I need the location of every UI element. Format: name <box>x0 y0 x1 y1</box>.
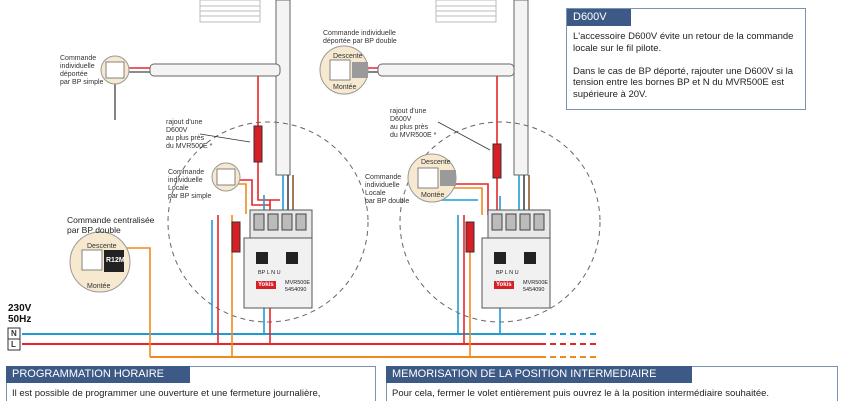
module-label-right: MVR500E <box>523 280 549 286</box>
d600v-left-bottom <box>231 221 241 253</box>
neutral-label: N <box>11 329 17 338</box>
module-brand-left: Yokis <box>256 281 276 289</box>
programming-body: Il est possible de programmer une ouvert… <box>12 388 321 399</box>
programming-heading: PROGRAMMATION HORAIRE <box>6 366 190 383</box>
local-double-label: Commande individuelle Locale par BP doub… <box>365 174 410 205</box>
mvr500e-right <box>481 209 551 309</box>
local-single-label: Commande individuelle Locale par BP simp… <box>168 169 212 200</box>
pilot-cable-right <box>377 63 515 77</box>
shutter-left <box>199 0 261 23</box>
d600v-left <box>253 125 263 163</box>
local-up-label: Montée <box>421 192 445 199</box>
d600v-right <box>492 143 502 179</box>
motor-cable-right <box>513 0 529 176</box>
shutter-right <box>435 0 497 23</box>
remote-double-label: Commande individuelle déportée par BP do… <box>323 30 397 45</box>
d600v-body: L'accessoire D600V évite un retour de la… <box>573 31 794 100</box>
d600v-info-box: D600V L'accessoire D600V évite un retour… <box>566 8 806 110</box>
module-terms-right: BP L N U <box>496 270 519 276</box>
module-brand-right: Yokis <box>494 281 514 289</box>
live-terminal <box>7 338 21 351</box>
module-ref-left: 5454090 <box>285 287 307 293</box>
central-up-label: Montée <box>87 283 111 290</box>
module-label-left: MVR500E <box>285 280 311 286</box>
mvr500e-left <box>243 209 313 309</box>
memorisation-heading: MEMORISATION DE LA POSITION INTERMEDIAIR… <box>386 366 692 383</box>
local-down-label: Descente <box>421 159 451 166</box>
remote-down-label: Descente <box>333 53 363 60</box>
local-zone-left <box>167 121 369 323</box>
module-ref-right: 5454090 <box>523 287 545 293</box>
programming-section <box>6 366 376 401</box>
remote-single-label: Commande individuelle déportée par BP si… <box>60 55 104 86</box>
live-label: L <box>11 340 16 349</box>
d600v-heading: D600V <box>567 9 631 26</box>
d600v-right-bottom <box>465 221 475 253</box>
remote-up-label: Montée <box>333 84 357 91</box>
module-terms-left: BP L N U <box>258 270 281 276</box>
pilot-cable-left <box>149 63 281 77</box>
central-module-label: R12M <box>106 257 125 264</box>
motor-cable-left <box>275 0 291 176</box>
central-title: Commande centralisée par BP double <box>67 215 155 235</box>
mains-voltage: 230V 50Hz <box>8 303 32 325</box>
memorisation-body: Pour cela, fermer le volet entièrement p… <box>392 388 770 399</box>
central-down-label: Descente <box>87 243 117 250</box>
d600-note-left: rajout d'une D600V au plus près du MVR50… <box>166 119 213 150</box>
d600-note-right: rajout d'une D600V au plus près du MVR50… <box>390 108 437 139</box>
